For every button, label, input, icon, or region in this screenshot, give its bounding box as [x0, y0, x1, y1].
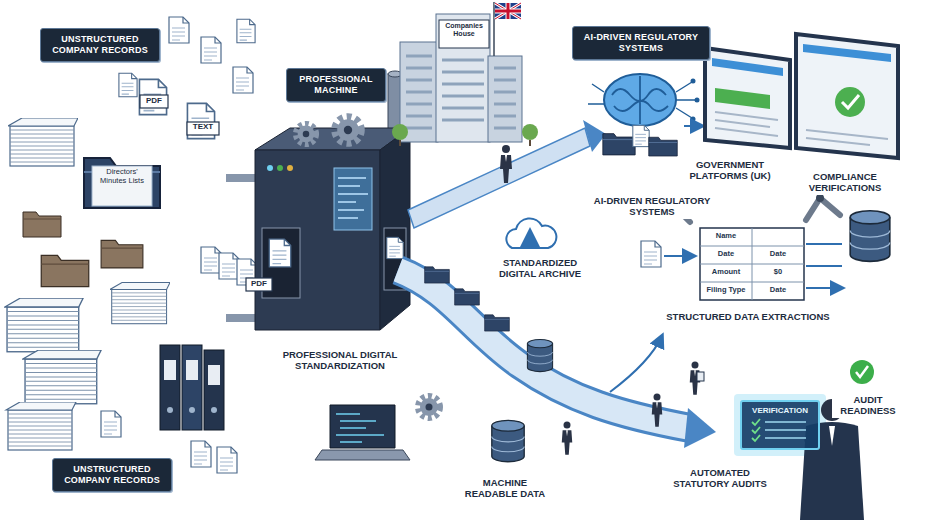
check-mark	[752, 419, 760, 425]
table-cell: Date	[702, 250, 750, 258]
verification-screen: VERIFICATION	[740, 400, 820, 450]
node-text: AI-DRIVEN REGULATORY SYSTEMS	[581, 32, 701, 54]
section-label: AI-DRIVEN REGULATORY SYSTEMS	[586, 194, 718, 219]
table-cell: Amount	[702, 268, 750, 276]
check-line	[765, 421, 806, 423]
node-text: VERIFICATION	[749, 406, 811, 416]
check-line	[765, 437, 806, 439]
check-line	[765, 429, 806, 431]
label-box: PROFESSIONAL MACHINE	[286, 68, 386, 102]
label-box: UNSTRUCTURED COMPANY RECORDS	[40, 28, 160, 62]
section-label: STANDARDIZED DIGITAL ARCHIVE	[484, 256, 596, 281]
table-cell: Filing Type	[702, 286, 750, 294]
file-type-tag: TEXT	[188, 123, 218, 132]
label-box: UNSTRUCTURED COMPANY RECORDS	[52, 458, 172, 492]
table-cell: $0	[754, 268, 802, 276]
label-box: AI-DRIVEN REGULATORY SYSTEMS	[572, 26, 710, 60]
building-sign: Companies House	[440, 22, 488, 38]
node-text: PROFESSIONAL MACHINE	[295, 74, 377, 96]
section-label: STRUCTURED DATA EXTRACTIONS	[651, 310, 845, 323]
folder-label: Directors' Minutes Lists	[93, 168, 151, 185]
section-label: MACHINE READABLE DATA	[455, 476, 555, 501]
section-label: AUDIT READINESS	[832, 393, 904, 418]
table-cell: Name	[702, 232, 750, 240]
section-label: COMPLIANCE VERIFICATIONS	[793, 170, 897, 195]
check-mark	[752, 427, 760, 433]
section-label: AUTOMATED STATUTORY AUDITS	[658, 466, 782, 491]
section-label: GOVERNMENT PLATFORMS (UK)	[678, 158, 782, 183]
node-text: UNSTRUCTURED COMPANY RECORDS	[61, 464, 163, 486]
check-mark	[752, 435, 760, 441]
section-label: PROFESSIONAL DIGITAL STANDARDIZATION	[258, 348, 422, 373]
table-cell: Date	[754, 250, 802, 258]
table-cell: Date	[754, 286, 802, 294]
node-text: UNSTRUCTURED COMPANY RECORDS	[49, 34, 151, 56]
check-list	[750, 418, 810, 444]
file-type-tag: PDF	[247, 280, 271, 289]
file-type-tag: PDF	[141, 97, 167, 106]
